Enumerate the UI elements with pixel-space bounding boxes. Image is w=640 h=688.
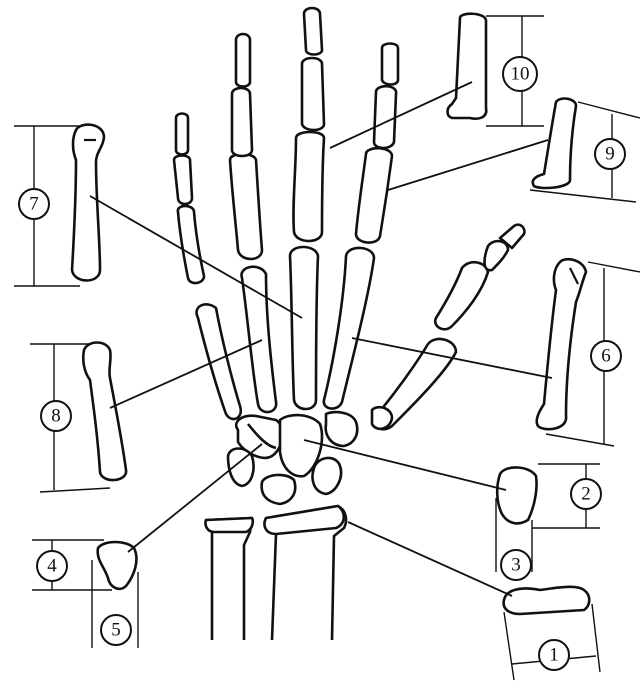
inset-bone-7 [72,125,104,281]
callout-2: 2 [571,479,601,509]
callout-10: 10 [503,57,537,91]
metacarpal-4 [242,267,277,412]
callout-8: 8 [41,401,71,431]
svg-text:1: 1 [549,645,559,666]
callout-7: 7 [19,189,49,219]
proximal-phalanx-3 [293,132,324,241]
svg-text:7: 7 [29,194,39,215]
svg-text:4: 4 [47,556,57,577]
metacarpal-bones [197,247,456,429]
metacarpal-2 [324,248,374,409]
callout-3: 3 [501,550,531,580]
ulna [206,518,252,640]
metacarpal-5 [197,304,241,419]
carpal-bones [228,412,357,504]
svg-text:3: 3 [511,555,521,576]
forearm-bones [205,506,346,640]
svg-text:9: 9 [605,144,615,165]
inset-bone-10 [448,14,487,119]
svg-text:5: 5 [111,620,121,641]
svg-text:6: 6 [601,346,611,367]
inset-bone-6 [537,259,586,429]
svg-text:10: 10 [511,64,530,85]
inset-bone-8 [83,343,126,481]
callout-6: 6 [591,341,621,371]
proximal-phalanx-2 [356,148,392,242]
metacarpal-3 [290,247,318,409]
callout-5: 5 [101,615,131,645]
inset-bone-2-3 [497,467,536,523]
callout-9: 9 [595,139,625,169]
inset-bone-1 [504,587,590,614]
svg-text:2: 2 [581,484,591,505]
callout-4: 4 [37,551,67,581]
svg-text:8: 8 [51,406,61,427]
callout-1: 1 [539,640,569,670]
